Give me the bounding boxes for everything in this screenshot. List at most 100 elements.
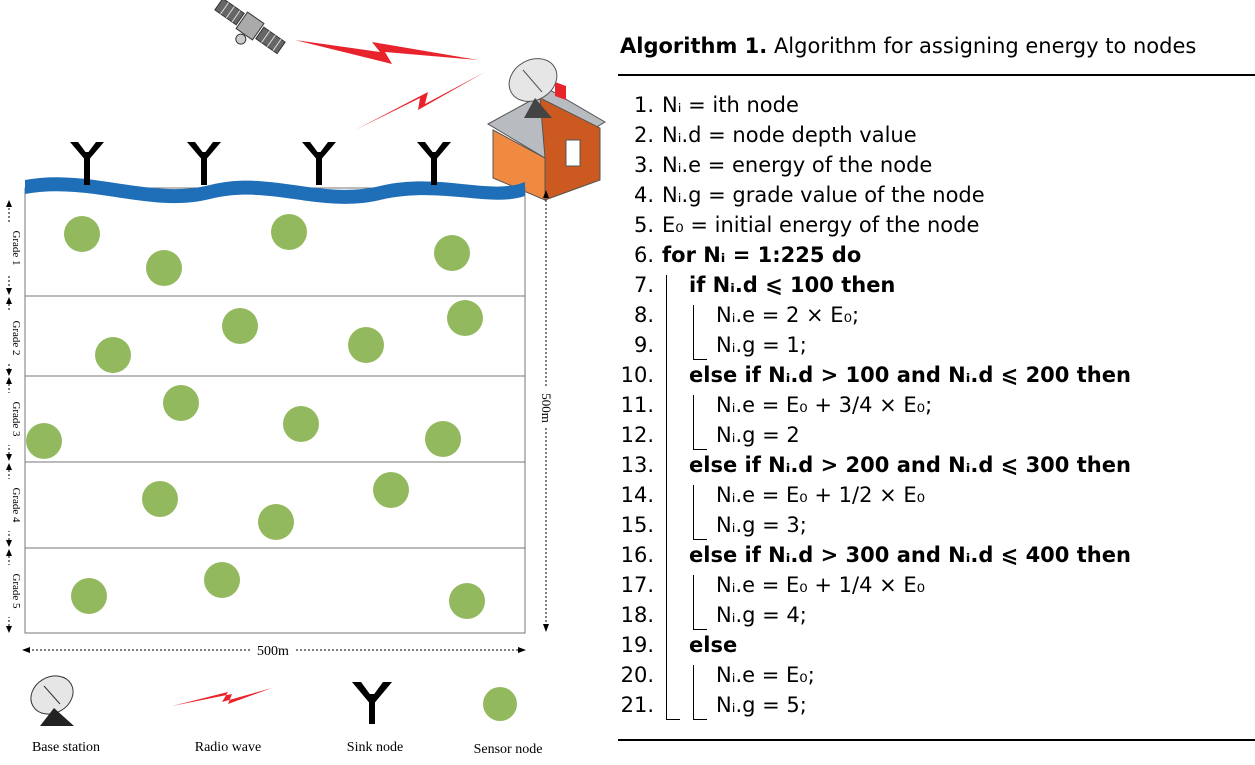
line-number: 19.	[620, 633, 654, 657]
depth-label: 500m	[539, 393, 554, 423]
sensor-node	[271, 214, 307, 250]
line-number: 8.	[633, 303, 654, 327]
satellite-dish-icon	[508, 58, 558, 118]
line-text: else if Nᵢ.d > 200 and Nᵢ.d ⩽ 300 then	[689, 453, 1131, 477]
sensor-node	[64, 216, 100, 252]
sensor-node	[204, 562, 240, 598]
legend-sensor-node-icon	[483, 687, 517, 721]
line-text: Nᵢ.g = grade value of the node	[662, 183, 985, 207]
algorithm-line: 3.Nᵢ.e = energy of the node	[618, 153, 1255, 183]
base-station-house	[486, 58, 606, 201]
legend-label: Base station	[32, 740, 100, 755]
algorithm-line: 7.if Nᵢ.d ⩽ 100 then	[618, 273, 1255, 303]
block-bar	[693, 395, 694, 449]
algorithm-line: 20.Nᵢ.e = E₀;	[618, 663, 1255, 693]
sensor-node	[163, 385, 199, 421]
grade-label: Grade 3	[10, 401, 22, 437]
sensor-node	[146, 250, 182, 286]
line-text: Nᵢ.e = E₀ + 1/4 × E₀	[716, 573, 926, 597]
line-text: Nᵢ.g = 5;	[716, 693, 807, 717]
line-number: 5.	[633, 213, 654, 237]
legend-radio-wave-icon	[172, 688, 272, 706]
radio-wave-icon	[295, 40, 478, 64]
line-number: 13.	[620, 453, 654, 477]
radio-wave-icon	[355, 72, 485, 130]
algorithm-line: 17. Nᵢ.e = E₀ + 1/4 × E₀	[618, 573, 1255, 603]
line-number: 2.	[633, 123, 654, 147]
algorithm-label: Algorithm 1.	[620, 34, 768, 58]
line-number: 16.	[620, 543, 654, 567]
algorithm-box: Algorithm 1. Algorithm for assigning ene…	[618, 0, 1255, 760]
line-text: Nᵢ.g = 3;	[716, 513, 807, 537]
algorithm-line: 9. Nᵢ.g = 1;	[618, 333, 1255, 363]
bottom-rule	[618, 739, 1255, 741]
line-text: Nᵢ.g = 4;	[716, 603, 807, 627]
line-number: 9.	[633, 333, 654, 357]
line-text: else if Nᵢ.d > 100 and Nᵢ.d ⩽ 200 then	[689, 363, 1131, 387]
sensor-node	[142, 481, 178, 517]
legend-base-station-icon	[30, 675, 74, 726]
legend-label: Sensor node	[474, 742, 543, 757]
sink-node-icon	[302, 142, 336, 185]
algorithm-line: 15. Nᵢ.g = 3;	[618, 513, 1255, 543]
algorithm-line: 10.else if Nᵢ.d > 100 and Nᵢ.d ⩽ 200 the…	[618, 363, 1255, 393]
algorithm-line: 8. Nᵢ.e = 2 × E₀;	[618, 303, 1255, 333]
sensor-node	[348, 327, 384, 363]
block-bar	[693, 305, 694, 359]
line-text: Nᵢ.e = E₀ + 3/4 × E₀;	[716, 393, 933, 417]
legend-sink-node-icon	[352, 682, 392, 724]
algorithm-line: 5. E₀ = initial energy of the node	[618, 213, 1255, 243]
algorithm-line: 16. else if Nᵢ.d > 300 and Nᵢ.d ⩽ 400 the…	[618, 543, 1255, 573]
line-number: 21.	[620, 693, 654, 717]
algorithm-line: 14. Nᵢ.e = E₀ + 1/2 × E₀	[618, 483, 1255, 513]
line-text: E₀ = initial energy of the node	[662, 213, 980, 237]
line-text: else if Nᵢ.d > 300 and Nᵢ.d ⩽ 400 then	[689, 543, 1131, 567]
block-bar	[693, 359, 707, 360]
algorithm-line: 12. Nᵢ.g = 2	[618, 423, 1255, 453]
sensor-node	[434, 235, 470, 271]
block-bar	[666, 719, 680, 720]
block-bar	[693, 665, 694, 719]
line-text: Nᵢ.e = E₀;	[716, 663, 815, 687]
block-bar	[693, 719, 707, 720]
satellite-icon	[214, 0, 286, 55]
width-label: 500m	[257, 644, 289, 659]
sensor-node	[95, 337, 131, 373]
water-surface	[25, 177, 525, 204]
sensor-node	[449, 583, 485, 619]
legend-label: Sink node	[347, 740, 403, 755]
line-text: Nᵢ.g = 1;	[716, 333, 807, 357]
line-number: 15.	[620, 513, 654, 537]
algorithm-line: 11. Nᵢ.e = E₀ + 3/4 × E₀;	[618, 393, 1255, 423]
line-number: 17.	[620, 573, 654, 597]
algorithm-title: Algorithm 1. Algorithm for assigning ene…	[620, 34, 1196, 58]
algorithm-line: 4.Nᵢ.g = grade value of the node	[618, 183, 1255, 213]
sink-node-icon	[417, 142, 451, 185]
line-number: 7.	[633, 273, 654, 297]
block-bar	[693, 629, 707, 630]
algorithm-line: 18.Nᵢ.g = 4;	[618, 603, 1255, 633]
algorithm-line: 19.else	[618, 633, 1255, 663]
grade-label: Grade 1	[10, 230, 22, 265]
line-text: Nᵢ.e = E₀ + 1/2 × E₀	[716, 483, 926, 507]
algorithm-line: 6.for Nᵢ = 1:225 do	[618, 243, 1255, 273]
block-bar	[693, 449, 707, 450]
network-figure: Grade 1 Grade 2 Grade 3 Grade 4 Grade 5 …	[0, 0, 610, 760]
sensor-node	[258, 504, 294, 540]
top-rule	[618, 74, 1255, 76]
sensor-node	[71, 578, 107, 614]
grade-label: Grade 4	[10, 487, 22, 523]
sink-node-icon	[187, 142, 221, 185]
legend-label: Radio wave	[195, 740, 261, 755]
grade-label: Grade 2	[10, 320, 22, 355]
algorithm-line: 2. Nᵢ.d = node depth value	[618, 123, 1255, 153]
line-number: 11.	[620, 393, 654, 417]
line-number: 14.	[620, 483, 654, 507]
line-text: Nᵢ.e = 2 × E₀;	[716, 303, 860, 327]
block-bar	[693, 575, 694, 629]
line-number: 12.	[620, 423, 654, 447]
block-bar	[666, 275, 667, 719]
line-text: Nᵢ.d = node depth value	[662, 123, 917, 147]
line-text: for Nᵢ = 1:225 do	[662, 243, 862, 267]
line-text: Nᵢ.g = 2	[716, 423, 800, 447]
